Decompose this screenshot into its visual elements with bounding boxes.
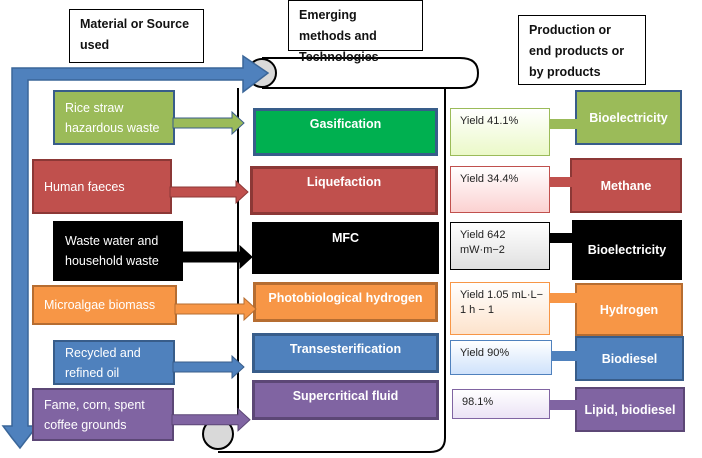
source-to-method-arrow xyxy=(174,296,257,322)
method-box: Photobiological hydrogen xyxy=(253,282,438,322)
method-label: Liquefaction xyxy=(306,175,382,189)
yield-label: Yield 41.1% xyxy=(460,115,519,127)
yield-box: Yield 642 mW·m−2 xyxy=(450,222,550,270)
yield-label: Yield 34.4% xyxy=(460,173,519,185)
product-box: Hydrogen xyxy=(575,283,683,336)
source-box: Recycled and refined oil xyxy=(53,340,175,385)
source-label: Human faeces xyxy=(44,179,125,194)
method-label: MFC xyxy=(331,231,360,245)
source-label: Waste water and household waste xyxy=(65,234,159,268)
header-material: Material or Source used xyxy=(69,9,204,63)
method-label: Supercritical fluid xyxy=(292,389,399,403)
yield-box: 98.1% xyxy=(452,389,550,419)
source-label: Recycled and refined oil xyxy=(65,345,141,380)
product-label: Bioelectricity xyxy=(587,243,667,257)
source-label: Fame, corn, spent coffee grounds xyxy=(44,397,145,432)
source-to-method-arrow xyxy=(172,110,245,136)
product-label: Hydrogen xyxy=(599,302,659,317)
source-box: Waste water and household waste xyxy=(53,221,183,281)
yield-to-product-connector xyxy=(549,293,577,303)
method-label: Photobiological hydrogen xyxy=(268,291,423,305)
method-box: Supercritical fluid xyxy=(252,380,439,420)
product-label: Lipid, biodiesel xyxy=(584,402,676,417)
yield-to-product-connector xyxy=(549,177,572,187)
source-to-method-arrow xyxy=(180,244,253,270)
yield-box: Yield 90% xyxy=(450,340,552,375)
source-to-method-arrow xyxy=(169,179,249,205)
product-box: Bioelectricity xyxy=(575,90,682,145)
product-label: Bioelectricity xyxy=(589,110,668,125)
header-products: Production or end products or by product… xyxy=(518,15,646,85)
yield-label: Yield 1.05 mL·L− 1 h − 1 xyxy=(460,289,544,316)
source-box: Fame, corn, spent coffee grounds xyxy=(32,388,174,441)
product-label: Biodiesel xyxy=(601,351,658,366)
source-to-method-arrow xyxy=(172,354,245,380)
product-label: Methane xyxy=(600,178,652,193)
yield-label: Yield 90% xyxy=(460,347,510,359)
yield-box: Yield 41.1% xyxy=(450,108,550,156)
yield-to-product-connector xyxy=(549,400,577,410)
product-box: Biodiesel xyxy=(575,336,684,381)
method-box: Gasification xyxy=(253,108,438,156)
yield-box: Yield 1.05 mL·L− 1 h − 1 xyxy=(450,282,550,335)
header-methods: Emerging methods and Technologies xyxy=(288,0,423,64)
method-label: Transesterification xyxy=(289,342,402,356)
yield-label: Yield 642 mW·m−2 xyxy=(460,229,506,256)
yield-label: 98.1% xyxy=(462,396,494,408)
source-to-method-arrow xyxy=(171,407,251,432)
yield-to-product-connector xyxy=(549,233,574,243)
method-box: Liquefaction xyxy=(250,166,438,215)
method-box: MFC xyxy=(252,222,439,274)
yield-to-product-connector xyxy=(549,119,577,129)
product-box: Methane xyxy=(570,158,682,213)
method-box: Transesterification xyxy=(252,333,439,373)
method-label: Gasification xyxy=(309,117,382,131)
yield-to-product-connector xyxy=(551,351,577,361)
source-box: Microalgae biomass xyxy=(32,285,177,325)
product-box: Bioelectricity xyxy=(572,220,682,280)
source-label: Microalgae biomass xyxy=(44,298,156,312)
source-box: Rice straw hazardous waste xyxy=(53,90,175,145)
source-label: Rice straw hazardous waste xyxy=(65,100,160,135)
source-box: Human faeces xyxy=(32,159,172,214)
yield-box: Yield 34.4% xyxy=(450,166,550,213)
